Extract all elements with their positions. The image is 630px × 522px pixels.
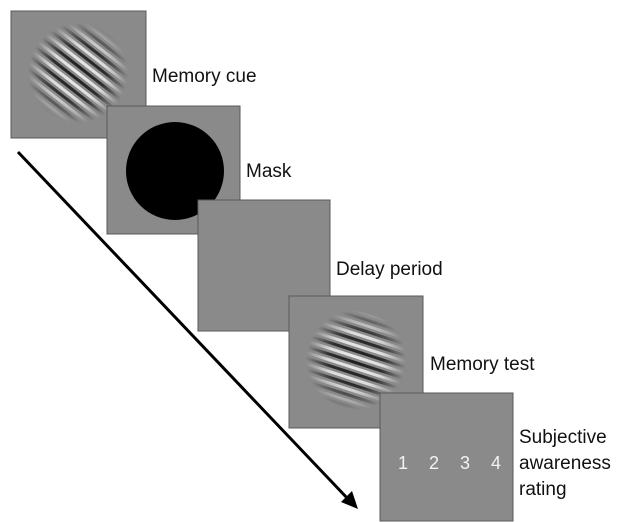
panel-mask-label: Mask: [246, 161, 292, 182]
panel-awareness-rating-frame: [379, 392, 514, 522]
time-arrow-head: [341, 491, 358, 509]
rating-option-4: 4: [491, 453, 501, 473]
panel-memory-test-label: Memory test: [430, 354, 535, 375]
panel-awareness-label-line-3: rating: [519, 479, 567, 500]
time-arrow: [16, 150, 358, 509]
panel-memory-cue-label: Memory cue: [152, 66, 257, 87]
panel-memory-test: Memory test: [288, 295, 535, 429]
panel-awareness-label-line-1: Subjective: [519, 427, 607, 448]
mask-disc-icon: [126, 122, 224, 220]
panel-delay-label: Delay period: [336, 259, 443, 280]
panel-awareness-rating: 1 2 3 4 Subjective awareness rating: [379, 392, 611, 522]
time-arrow-line: [16, 150, 351, 502]
rating-option-1: 1: [398, 453, 408, 473]
rating-option-2: 2: [429, 453, 439, 473]
rating-option-3: 3: [460, 453, 470, 473]
panel-awareness-label-line-2: awareness: [519, 453, 611, 474]
